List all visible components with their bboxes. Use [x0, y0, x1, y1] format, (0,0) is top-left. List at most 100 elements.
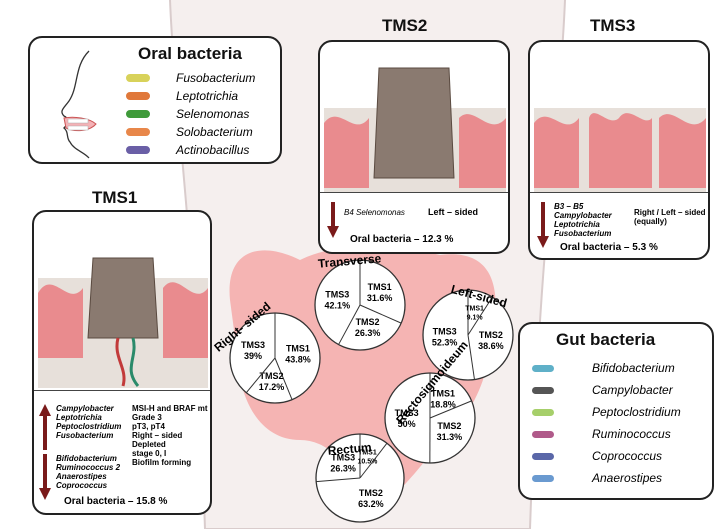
- pie-slice-divider: [467, 334, 475, 380]
- tms1-tumor-illustration: [38, 257, 208, 388]
- pie-slice-pct: 10.5%: [357, 458, 378, 465]
- pie-slice-label: TMS3: [325, 289, 349, 299]
- tms2-title: TMS2: [382, 16, 428, 35]
- pie-slice-pct: 52.3%: [432, 338, 458, 348]
- pie-slice-pct: 63.2%: [358, 499, 384, 509]
- list-item: Leptotrichia: [56, 413, 102, 422]
- list-item: pT3, pT4: [132, 422, 165, 431]
- pie-slice-label: TMS2: [259, 371, 283, 381]
- list-item: Campylobacter: [56, 404, 114, 413]
- pie-slice-pct: 42.1%: [325, 300, 351, 310]
- gut-species-label: Campylobacter: [592, 383, 673, 397]
- gut-species-item: Anaerostipes: [528, 468, 708, 490]
- bacterium-icon: [126, 110, 150, 118]
- pie-slice-divider: [429, 400, 472, 419]
- bacterium-icon: [532, 453, 554, 460]
- pie-slice-label: TMS3: [395, 408, 419, 418]
- pie-slice-divider: [316, 477, 361, 483]
- gut-species-item: Ruminococcus: [528, 424, 708, 446]
- oral-species-label: Selenomonas: [176, 107, 250, 121]
- oral-species-item: Solobacterium: [126, 124, 276, 142]
- list-item: Grade 3: [132, 413, 162, 422]
- list-item: Campylobacter: [554, 211, 612, 220]
- list-item: Leptotrichia: [554, 220, 600, 229]
- oral-species-label: Leptotrichia: [176, 89, 239, 103]
- gut-species-label: Coprococcus: [592, 449, 663, 463]
- pie-slice-label: TMS1: [358, 449, 377, 456]
- up-arrow-icon: [39, 404, 51, 450]
- bacterium-icon: [532, 431, 554, 438]
- list-item: Bifidobacterium: [56, 454, 117, 463]
- pie-slice-pct: 17.2%: [259, 382, 285, 392]
- list-item: B3 – B5: [554, 202, 584, 211]
- list-item: Right – sided: [132, 431, 183, 440]
- tms3-divider: [530, 192, 708, 193]
- list-item: Coprococcus: [56, 481, 108, 490]
- bacterium-icon: [126, 128, 150, 136]
- list-item: Ruminococcus 2: [56, 463, 121, 472]
- tms3-tumor-illustration: [534, 108, 706, 193]
- bacterium-icon: [532, 387, 554, 394]
- gut-species-label: Peptoclostridium: [592, 405, 681, 419]
- gut-species-label: Bifidobacterium: [592, 361, 675, 375]
- list-item: Fusobacterium: [554, 229, 612, 238]
- bacterium-icon: [532, 365, 554, 372]
- oral-species-item: Fusobacterium: [126, 70, 276, 88]
- tms1-divider: [34, 390, 210, 391]
- oral-species-item: Actinobacillus: [126, 142, 276, 160]
- bacterium-icon: [532, 475, 554, 482]
- gut-species-item: Campylobacter: [528, 380, 708, 402]
- pie-slice-label: TMS3: [241, 340, 265, 350]
- list-item: Anaerostipes: [56, 472, 107, 481]
- list-item: (equally): [634, 217, 667, 226]
- pie-slice-label: TMS3: [331, 452, 355, 462]
- list-item: Fusobacterium: [56, 431, 114, 440]
- down-arrow-icon: [537, 202, 549, 248]
- tms1-oral-pct: Oral bacteria – 15.8 %: [64, 496, 168, 507]
- segment-name: Rectum: [327, 440, 372, 458]
- pie-slice-pct: 9.1%: [467, 315, 484, 322]
- list-item: Depleted: [132, 440, 166, 449]
- down-arrow-icon: [327, 202, 339, 238]
- bacterium-icon: [126, 74, 150, 82]
- tms1-title: TMS1: [92, 188, 138, 207]
- oral-species-label: Fusobacterium: [176, 71, 256, 85]
- pie-slice-divider: [338, 304, 361, 345]
- list-item: MSI-H and BRAF mt: [132, 404, 208, 413]
- pie-slice-label: TMS1: [286, 343, 310, 353]
- tms3-side: Right / Left – sided(equally): [634, 208, 706, 226]
- gut-bacteria-title: Gut bacteria: [556, 330, 656, 349]
- list-item: Peptoclostridium: [56, 422, 122, 431]
- pie-slice-label: TMS1: [431, 389, 455, 399]
- bacterium-icon: [126, 146, 150, 154]
- oral-species-label: Solobacterium: [176, 125, 253, 139]
- tms2-oral-pct: Oral bacteria – 12.3 %: [350, 234, 454, 245]
- gut-species-item: Bifidobacterium: [528, 358, 708, 380]
- pie-slice-label: TMS2: [437, 421, 461, 431]
- gut-species-label: Ruminococcus: [592, 427, 671, 441]
- face-profile-icon: [61, 50, 97, 159]
- pie-slice-label: TMS2: [359, 488, 383, 498]
- tms2-side: Left – sided: [428, 207, 479, 217]
- pie-slice-pct: 31.3%: [437, 432, 463, 442]
- oral-bacteria-title: Oral bacteria: [138, 44, 242, 63]
- gut-species-label: Anaerostipes: [592, 471, 663, 485]
- pie-slice-divider: [467, 296, 493, 336]
- segment-name: Transverse: [317, 251, 382, 270]
- pie-slice-label: TMS2: [356, 317, 380, 327]
- pie-slice-pct: 18.8%: [430, 400, 456, 410]
- list-item: stage 0, I: [132, 449, 167, 458]
- bacterium-icon: [126, 92, 150, 100]
